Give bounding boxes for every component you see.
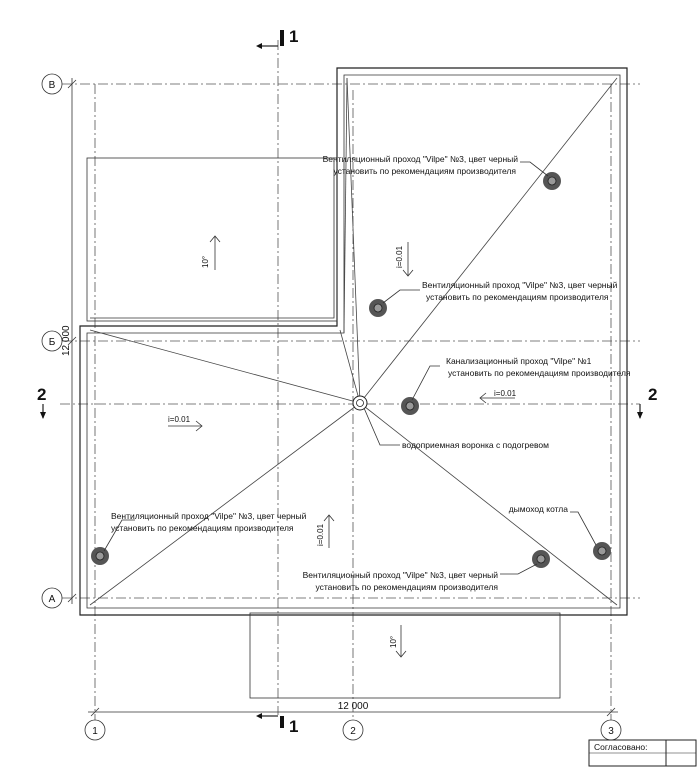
vent-pipe-icon [543, 172, 561, 190]
title-block-stamp: Согласовано: [588, 739, 697, 767]
dimension-horizontal: 12 000 [88, 701, 618, 717]
vent-pipe-icon [91, 547, 109, 565]
section-marker-1-top: 1 [256, 27, 298, 49]
axis-label-b: Б [49, 337, 56, 348]
slope-left-horizontal-text: i=0.01 [168, 415, 191, 424]
callout-vent-left-line1: Вентиляционный проход "Vilpe" №3, цвет ч… [111, 511, 307, 521]
axis-bubble-a: А [41, 587, 63, 609]
axis-bubble-1: 1 [84, 719, 106, 741]
lower-roof-inner-edge [90, 161, 335, 319]
callout-vent-center-line1: Вентиляционный проход "Vilpe" №3, цвет ч… [422, 280, 618, 290]
callout-vent-center-line2: установить по рекомендациям производител… [426, 292, 609, 302]
slope-center-vertical-text: i=0.01 [395, 245, 404, 268]
dimension-horizontal-text: 12 000 [338, 701, 369, 712]
axis-grid [60, 40, 640, 720]
lower-roof-top-left [86, 157, 338, 322]
porch-roof [249, 612, 561, 699]
section-marker-1-bottom: 1 [256, 713, 298, 736]
slope-bottom-roof: 10° [389, 625, 407, 658]
roof-slope-lines [89, 77, 618, 606]
slope-bottom-vertical: i=0.01 [316, 514, 335, 548]
vent-pipe-icon [532, 550, 550, 568]
section-label-2-right: 2 [648, 385, 657, 404]
section-label-1-top: 1 [289, 27, 298, 46]
slope-left-horizontal: i=0.01 [168, 415, 203, 432]
callout-vent-left-line2: установить по рекомендациям производител… [111, 523, 294, 533]
axis-bubble-3: 3 [600, 719, 622, 741]
section-label-1-bottom: 1 [289, 717, 298, 736]
slope-bottom-vertical-text: i=0.01 [316, 523, 325, 546]
chimney-icon [593, 542, 611, 560]
vent-pipe-icon [369, 299, 387, 317]
section-marker-2-left: 2 [37, 385, 46, 419]
axis-bubble-v: В [41, 73, 63, 95]
slope-top-left-roof: 10° [201, 235, 221, 270]
leader-lines [103, 161, 597, 575]
axis-label-2: 2 [350, 726, 356, 737]
axis-bubble-2: 2 [342, 719, 364, 741]
dimension-vertical: 12 000 [61, 78, 77, 604]
callout-vent-top-right-line1: Вентиляционный проход "Vilpe" №3, цвет ч… [323, 154, 519, 164]
slope-center-vertical: i=0.01 [395, 242, 414, 277]
roof-drain-funnel-icon [352, 395, 368, 411]
axis-label-v: В [49, 80, 56, 91]
dimension-vertical-text: 12 000 [61, 325, 72, 356]
slope-bottom-text: 10° [389, 636, 398, 648]
callout-vent-bottom-line2: установить по рекомендациям производител… [315, 582, 498, 592]
axis-label-3: 3 [608, 726, 614, 737]
stamp-agreed-text: Согласовано: [594, 742, 647, 752]
callout-chimney: дымоход котла [509, 504, 569, 514]
axis-label-a: А [49, 594, 56, 605]
slope-top-left-text: 10° [201, 256, 210, 268]
section-marker-2-right: 2 [637, 385, 657, 419]
callout-vent-bottom-line1: Вентиляционный проход "Vilpe" №3, цвет ч… [303, 570, 499, 580]
callout-funnel: водоприемная воронка с подогревом [402, 440, 549, 450]
slope-right-horizontal-text: i=0.01 [494, 389, 517, 398]
callout-vent-top-right-line2: установить по рекомендациям производител… [333, 166, 516, 176]
sewer-vent-icon [401, 397, 419, 415]
axis-label-1: 1 [92, 726, 98, 737]
slope-right-horizontal: i=0.01 [479, 389, 517, 404]
axis-bubble-b: Б [41, 330, 63, 352]
section-label-2-left: 2 [37, 385, 46, 404]
callout-sewer-line1: Канализационный проход "Vilpe" №1 [446, 356, 592, 366]
callout-sewer-line2: установить по рекомендациям производител… [448, 368, 631, 378]
